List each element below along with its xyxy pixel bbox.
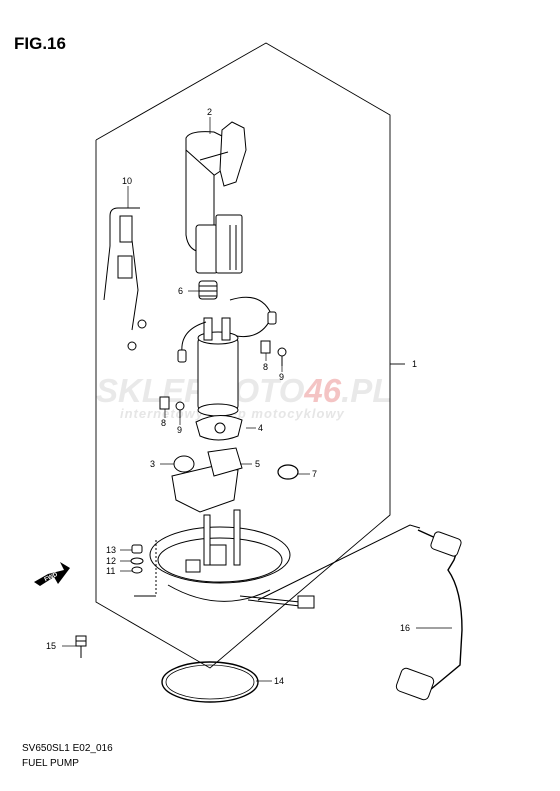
callout-11: 11 — [106, 566, 115, 576]
washers-nut — [130, 540, 157, 597]
callout-4: 4 — [258, 423, 263, 433]
clip-screw-upper — [260, 340, 287, 366]
callout-13: 13 — [106, 545, 116, 555]
o-ring-part — [277, 464, 299, 480]
pump-housing-part — [185, 121, 247, 274]
callout-3: 3 — [150, 459, 155, 469]
pump-base-plate — [149, 509, 291, 602]
forward-direction-marker: FWD — [34, 562, 70, 586]
inlet-strainer-part — [198, 280, 218, 300]
callout-16: 16 — [400, 623, 410, 633]
lower-bracket-part — [171, 447, 243, 513]
callout-14: 14 — [274, 676, 284, 686]
callout-8-upper: 8 — [263, 362, 268, 372]
callouts: 1 2 3 4 5 6 7 8 8 9 9 10 11 12 13 14 15 … — [46, 107, 417, 686]
callout-7: 7 — [312, 469, 317, 479]
callout-12: 12 — [106, 556, 116, 566]
callout-9-upper: 9 — [279, 372, 284, 382]
wiring-harness — [239, 524, 421, 609]
callout-10: 10 — [122, 176, 132, 186]
forward-label: FWD — [44, 572, 60, 583]
callout-6: 6 — [178, 286, 183, 296]
callout-15: 15 — [46, 641, 56, 651]
bolt-part — [75, 635, 87, 658]
callout-1: 1 — [412, 359, 417, 369]
callout-9-left: 9 — [177, 425, 182, 435]
watermark-brand: SKLEPMOTO46.PL — [96, 372, 392, 409]
diagram-code: SV650SL1 E02_016 — [22, 743, 113, 754]
fuel-pump-body — [177, 296, 277, 417]
assembly-outline — [95, 42, 405, 669]
callout-8-left: 8 — [161, 418, 166, 428]
callout-5: 5 — [255, 459, 260, 469]
watermark: SKLEPMOTO46.PL internetowy sklep motocyk… — [96, 372, 392, 421]
pump-holder-part — [195, 415, 243, 441]
leader-lines — [62, 117, 452, 682]
diagram-subtitle: FUEL PUMP — [22, 758, 79, 769]
gasket-ring-part — [161, 661, 259, 703]
fuel-hose-part — [395, 529, 463, 701]
clip-screw-left — [159, 396, 185, 418]
fuel-level-gauge-part — [103, 207, 147, 351]
figure-title: FIG.16 — [14, 34, 66, 53]
callout-2: 2 — [207, 107, 212, 117]
